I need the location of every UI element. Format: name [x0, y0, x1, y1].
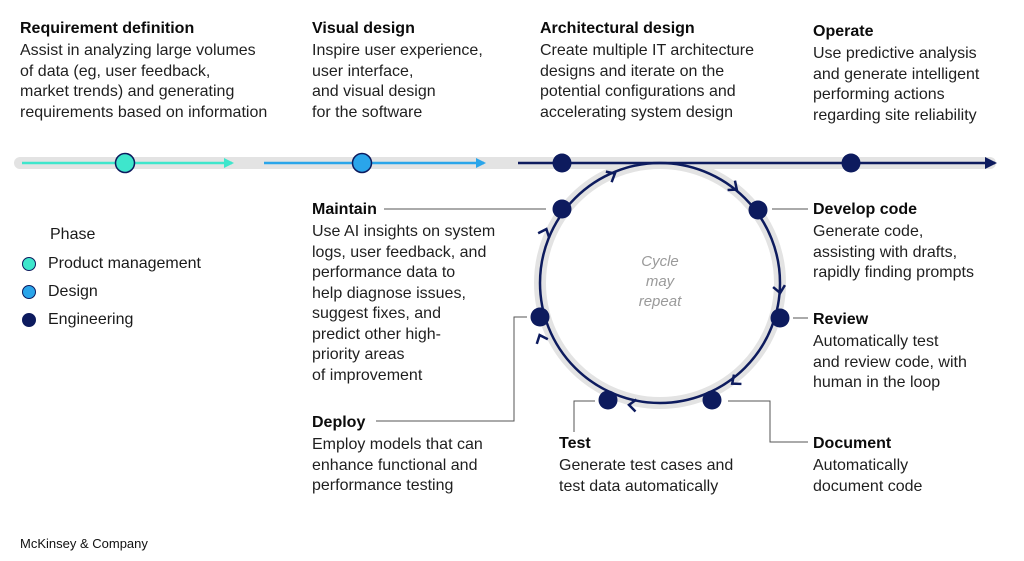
legend-label: Product management: [48, 255, 201, 272]
step-develop-code: Develop code Generate code, assisting wi…: [813, 199, 1018, 284]
step-title: Maintain: [312, 201, 377, 218]
step-maintain: Maintain Use AI insights on system logs,…: [312, 199, 522, 386]
node-requirement-definition: [114, 152, 136, 174]
step-description: Use AI insights on system logs, user fee…: [312, 223, 496, 384]
node-test: [598, 390, 618, 410]
legend-dot-icon: [22, 313, 36, 327]
node-visual-design: [351, 152, 373, 174]
step-description: Automatically test and review code, with…: [813, 333, 967, 391]
node-document: [702, 390, 722, 410]
step-title: Develop code: [813, 201, 918, 218]
phase-description: Create multiple IT architecture designs …: [540, 42, 755, 121]
legend-label: Engineering: [48, 311, 134, 328]
phase-description: Inspire user experience, user interface,…: [312, 42, 483, 121]
leader-lines: [376, 208, 808, 443]
step-title: Test: [559, 435, 591, 452]
legend-dot-icon: [22, 285, 36, 299]
legend-dot-icon: [22, 257, 36, 271]
step-title: Review: [813, 311, 869, 328]
node-architectural-design: [552, 153, 572, 173]
legend-item-product-management: Product management: [22, 250, 201, 278]
node-review: [770, 308, 790, 328]
phase-description: Use predictive analysis and generate int…: [813, 45, 980, 124]
leader-deploy: [376, 316, 527, 422]
leader-test: [573, 400, 595, 432]
phase-title: Architectural design: [540, 20, 695, 37]
step-deploy: Deploy Employ models that can enhance fu…: [312, 412, 522, 497]
phase-description: Assist in analyzing large volumes of dat…: [20, 42, 268, 121]
step-title: Deploy: [312, 414, 366, 431]
step-description: Generate code, assisting with drafts, ra…: [813, 223, 974, 281]
legend-title: Phase: [50, 226, 96, 243]
step-review: Review Automatically test and review cod…: [813, 309, 1018, 394]
step-description: Generate test cases and test data automa…: [559, 457, 734, 495]
legend-item-engineering: Engineering: [22, 306, 201, 334]
node-operate: [841, 153, 861, 173]
cycle-ring: [538, 161, 782, 405]
cycle-repeat-note: Cycle may repeat: [638, 253, 682, 310]
phase-title: Requirement definition: [20, 20, 195, 37]
phase-visual-design: Visual design Inspire user experience, u…: [312, 18, 522, 123]
cycle-arrow: [535, 333, 549, 345]
phase-requirement-definition: Requirement definition Assist in analyzi…: [20, 18, 300, 123]
step-description: Employ models that can enhance functiona…: [312, 436, 483, 494]
step-test: Test Generate test cases and test data a…: [559, 433, 769, 497]
legend-item-design: Design: [22, 278, 201, 306]
phase-title: Operate: [813, 23, 874, 40]
node-develop-code: [748, 200, 768, 220]
legend: Phase Product management Design Engineer…: [22, 226, 201, 334]
node-deploy: [530, 307, 550, 327]
phase-operate: Operate Use predictive analysis and gene…: [813, 21, 1018, 126]
footer-brand: McKinsey & Company: [20, 536, 148, 551]
step-description: Automatically document code: [813, 457, 923, 495]
legend-label: Design: [48, 283, 98, 300]
node-maintain: [552, 199, 572, 219]
phase-architectural-design: Architectural design Create multiple IT …: [540, 18, 800, 123]
step-document: Document Automatically document code: [813, 433, 1018, 497]
step-title: Document: [813, 435, 892, 452]
leader-document: [728, 400, 808, 443]
phase-title: Visual design: [312, 20, 415, 37]
